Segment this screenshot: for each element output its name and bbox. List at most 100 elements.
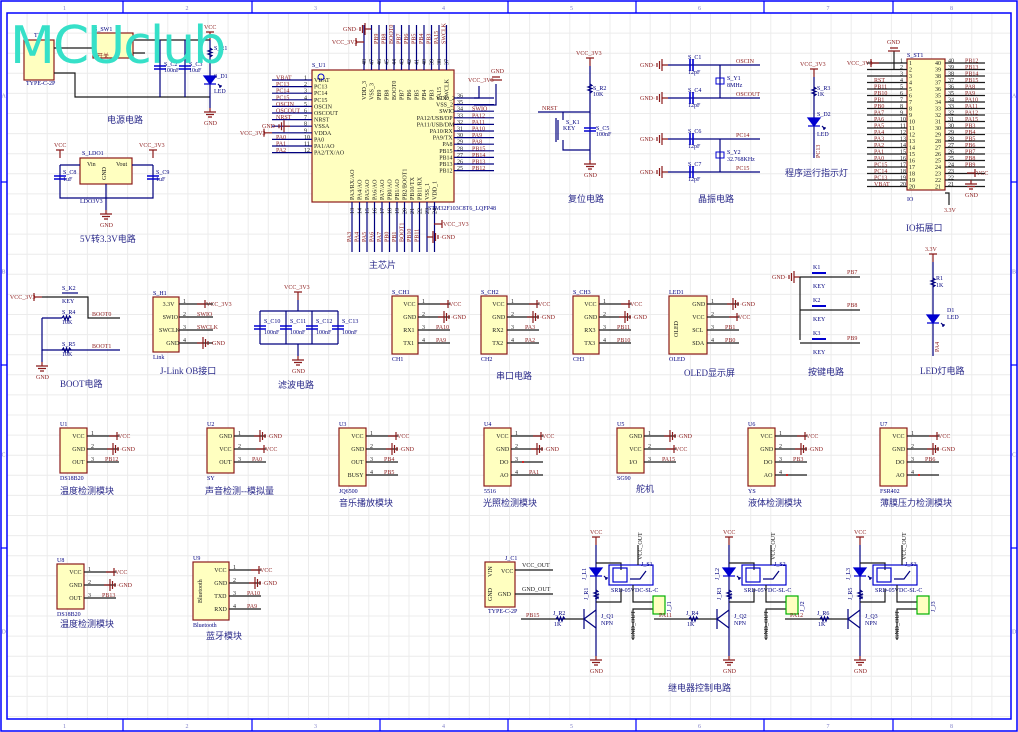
pin-number: 5 bbox=[909, 87, 912, 93]
wire bbox=[632, 585, 653, 640]
column-label-top: 2 bbox=[186, 6, 189, 12]
pin-number: 3 bbox=[88, 593, 91, 599]
ground-icon bbox=[888, 47, 900, 52]
pin-number: 39 bbox=[948, 65, 954, 71]
pin-number: 14 bbox=[909, 146, 915, 152]
power-icon bbox=[929, 253, 937, 262]
ground-icon bbox=[278, 120, 290, 133]
gnd-label: ·GND bbox=[740, 302, 756, 308]
gnd-label: ·GND bbox=[451, 315, 467, 321]
pin-number: 4 bbox=[370, 470, 373, 476]
net-label: OSCOUT bbox=[736, 92, 760, 98]
ground-icon bbox=[100, 210, 112, 220]
column-label-bottom: 5 bbox=[570, 724, 573, 730]
ground-icon bbox=[438, 311, 450, 323]
net-label: VCC_OUT bbox=[771, 532, 777, 560]
designator: S_C7 bbox=[688, 162, 701, 168]
value: 10K bbox=[593, 92, 604, 98]
power-icon bbox=[434, 220, 443, 228]
designator: J_J1 bbox=[667, 601, 673, 612]
pin-name: PA7/AO bbox=[380, 179, 386, 200]
pin-number: 21 bbox=[410, 208, 416, 214]
net-label: PA3 bbox=[347, 232, 353, 242]
net-label: PB8 bbox=[382, 34, 388, 44]
designator: S_Y2 bbox=[727, 150, 741, 156]
net-label: VCC_OUT bbox=[638, 532, 644, 560]
designator: S_C1 bbox=[688, 55, 701, 61]
designator: S_Y1 bbox=[727, 76, 741, 82]
pin-name: TXD bbox=[214, 594, 227, 600]
designator: T1 bbox=[34, 33, 41, 39]
pin-number: 40 bbox=[422, 59, 428, 65]
pin-number: 20 bbox=[900, 182, 906, 188]
net-label: PA12 bbox=[472, 113, 485, 119]
pin-number: 44 bbox=[392, 59, 398, 65]
part-name: STM32F103C8T6_LQFP48 bbox=[428, 206, 496, 212]
pin-number: 24 bbox=[433, 208, 439, 214]
pin-number: 31 bbox=[457, 127, 463, 133]
designator: U1 bbox=[60, 422, 67, 428]
pin-number: 1 bbox=[900, 59, 903, 65]
gnd-label: ·GND bbox=[120, 447, 136, 453]
pin-name: OUT bbox=[72, 460, 85, 466]
pin-number: 3 bbox=[603, 325, 606, 331]
pin-number: 2 bbox=[88, 580, 91, 586]
column-label-top: 3 bbox=[314, 6, 317, 12]
pin-number: 1 bbox=[183, 299, 186, 305]
net-label: PB1 bbox=[392, 232, 398, 242]
capacitor-icon bbox=[54, 175, 66, 180]
crystal-icon bbox=[715, 151, 725, 159]
pin-name: PA11/USB/DM bbox=[417, 122, 455, 128]
power-icon bbox=[256, 445, 265, 453]
net-label: PB0 bbox=[385, 232, 391, 242]
component-body bbox=[480, 295, 508, 355]
net-label: PB15 bbox=[965, 78, 978, 84]
resistor-icon bbox=[586, 83, 594, 94]
pin-number: 35 bbox=[948, 91, 954, 97]
capacitor-icon bbox=[154, 65, 166, 70]
pin-name: VCC bbox=[403, 302, 415, 308]
pin-number: 27 bbox=[935, 146, 941, 152]
net-label: PA4 bbox=[874, 130, 884, 136]
designator: S_K2 bbox=[62, 286, 76, 292]
pin-name: I/O bbox=[629, 460, 638, 466]
pin-number: 22 bbox=[935, 178, 941, 184]
pin-number: 24 bbox=[935, 165, 941, 171]
pin-number: 9 bbox=[909, 113, 912, 119]
pin-number: 2 bbox=[183, 312, 186, 318]
net-label: PB12 bbox=[105, 457, 118, 463]
designator: D1 bbox=[947, 308, 954, 314]
designator: J_R5 bbox=[848, 588, 854, 600]
net-label: PA8 bbox=[965, 85, 975, 91]
pin-number: 3 bbox=[304, 89, 307, 95]
net-label: PB12 bbox=[965, 59, 978, 65]
block-title: 声音检测--模拟量 bbox=[205, 485, 274, 496]
designator: S_C11 bbox=[290, 319, 306, 325]
pin-number: 31 bbox=[935, 120, 941, 126]
power-icon bbox=[729, 313, 738, 321]
part-name: SRD-05VDC-SL-C bbox=[611, 588, 658, 594]
pin-number: 20 bbox=[403, 208, 409, 214]
relay-body bbox=[872, 564, 918, 586]
pin-name: PB5 bbox=[415, 90, 421, 100]
block-title: 串口电路 bbox=[496, 370, 532, 381]
block-title: 液体检测模块 bbox=[748, 497, 802, 508]
pin-number: 11 bbox=[909, 126, 915, 132]
net-label: PA11 bbox=[659, 613, 672, 619]
gnd-label: GND bbox=[854, 669, 868, 675]
power-icon bbox=[388, 432, 397, 440]
capacitor-icon bbox=[584, 127, 596, 132]
power-label: VCC bbox=[204, 25, 216, 31]
wire bbox=[42, 296, 120, 319]
power-label: VCC bbox=[723, 530, 735, 536]
capacitor-icon bbox=[689, 166, 694, 178]
ldo-body bbox=[79, 157, 133, 185]
pin-name: Vout bbox=[116, 162, 128, 168]
net-label: PB3 bbox=[965, 124, 975, 130]
pin-name: VSS_3 bbox=[370, 83, 376, 100]
